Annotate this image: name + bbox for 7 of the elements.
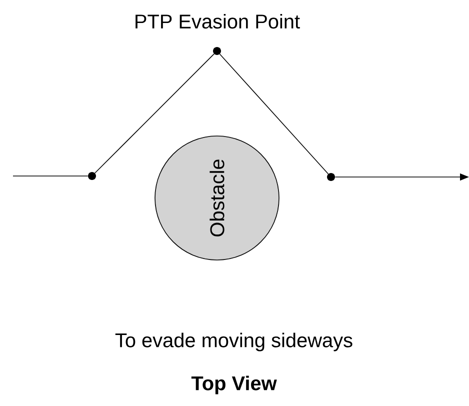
title: Top View [191,376,277,394]
waypoint-dot [88,172,96,180]
node-label: PTP Evasion Point [136,14,300,29]
waypoint-dot [327,173,335,181]
path-line [219,54,329,174]
path-line [94,54,214,174]
caption: To evade moving sideways [115,332,352,352]
